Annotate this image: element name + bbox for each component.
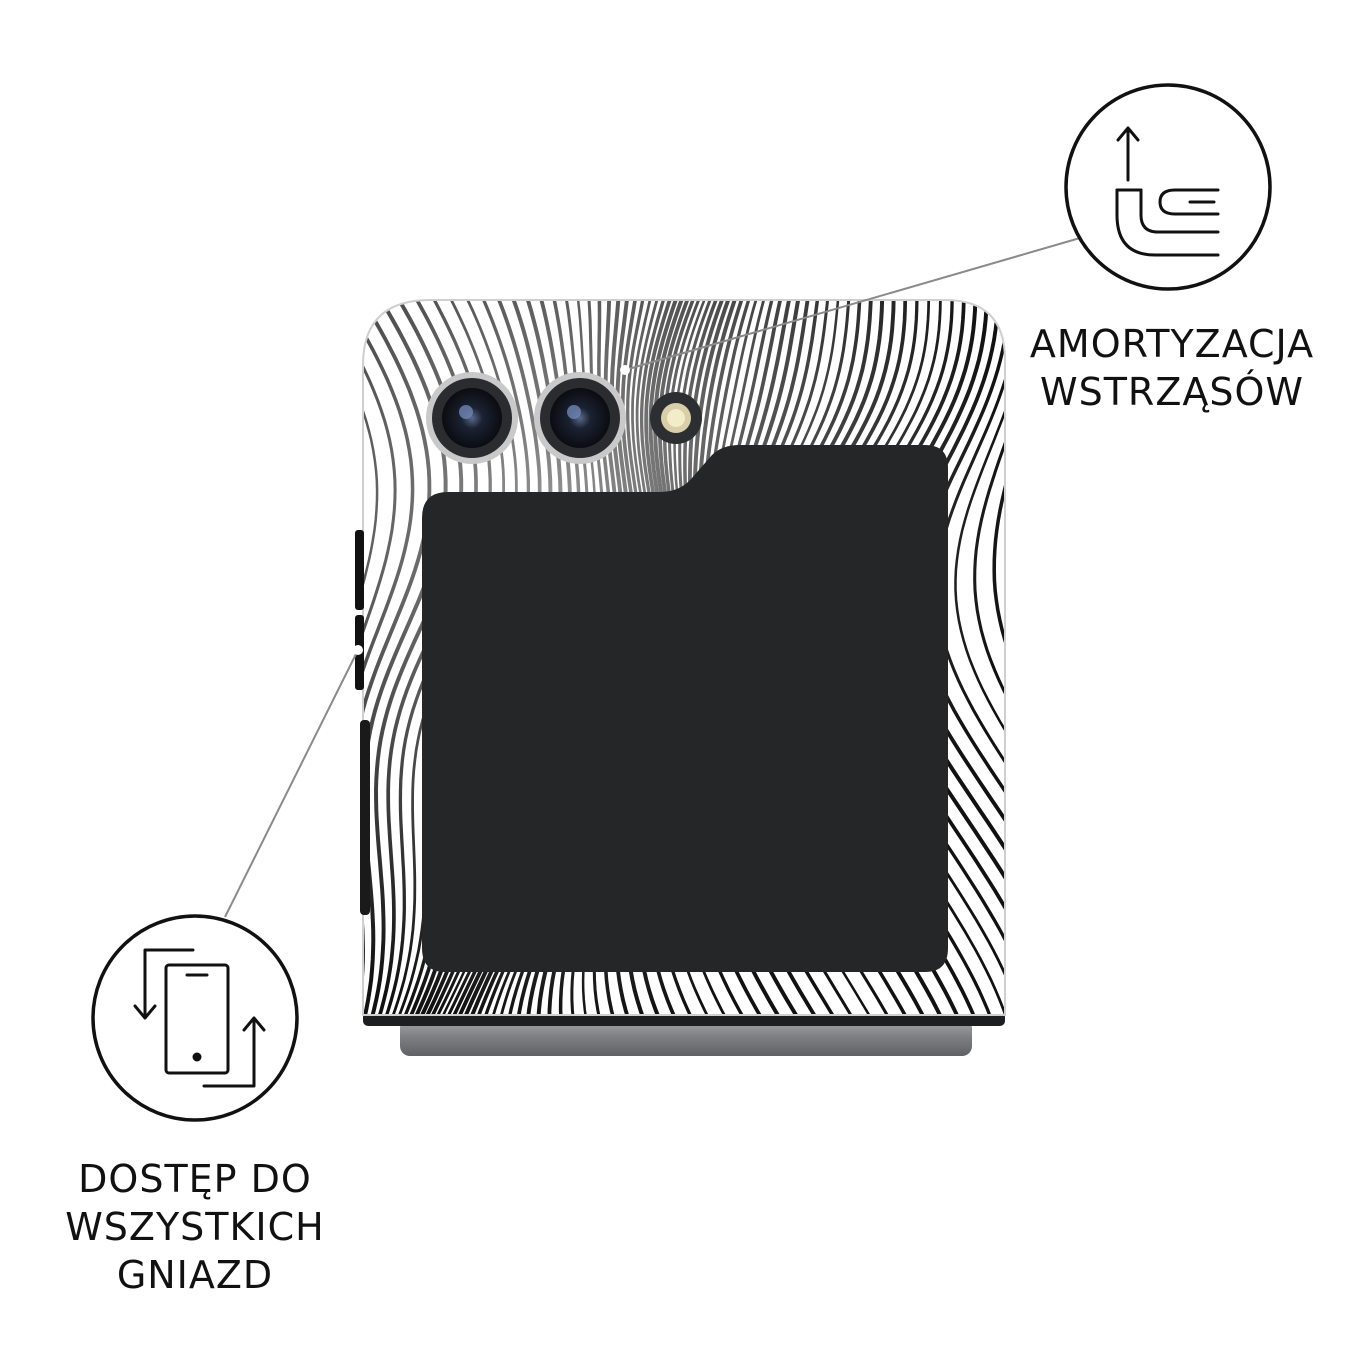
- ports-label-line-2: WSZYSTKICH: [65, 1205, 325, 1249]
- ports-label-line-3: GNIAZD: [116, 1253, 274, 1297]
- case-stripe: [0, 290, 60, 1030]
- case-stripe: [0, 290, 80, 1030]
- phone-rotate-icon: [91, 914, 299, 1122]
- case-stripe: [262, 290, 339, 1030]
- case-stripe: [0, 290, 109, 1030]
- shock-absorption-label: AMORTYZACJA WSTRZĄSÓW: [1012, 320, 1332, 416]
- callout-dot-top: [620, 365, 630, 375]
- shock-label-line-2: WSTRZĄSÓW: [1040, 370, 1304, 414]
- case-stripe: [225, 290, 301, 1030]
- case-stripe: [35, 290, 163, 1030]
- case-stripe: [61, 290, 181, 1030]
- ports-access-label: DOSTĘP DO WSZYSTKICH GNIAZD: [50, 1155, 340, 1299]
- camera-lens-1: [426, 372, 518, 464]
- case-stripe: [189, 290, 271, 1030]
- case-stripe: [105, 290, 213, 1030]
- callout-dot-side: [353, 645, 363, 655]
- shock-absorption-icon: [1064, 83, 1272, 291]
- case-stripe: [0, 290, 118, 1030]
- cover-screen: [422, 445, 948, 972]
- case-stripe: [244, 290, 321, 1030]
- case-stripe: [90, 290, 201, 1030]
- case-stripe: [0, 290, 39, 1030]
- case-stripe: [0, 290, 90, 1030]
- case-outline: [362, 299, 1006, 1016]
- shock-label-line-1: AMORTYZACJA: [1029, 322, 1315, 366]
- case-stripe: [0, 290, 28, 1030]
- case-stripe: [0, 290, 49, 1030]
- flash: [650, 392, 702, 444]
- case-stripe: [0, 290, 137, 1030]
- ports-label-line-1: DOSTĘP DO: [78, 1157, 312, 1201]
- case-stripe: [48, 290, 172, 1030]
- case-stripe: [22, 290, 155, 1030]
- case-stripe: [281, 290, 358, 1030]
- case-stripe: [8, 290, 146, 1030]
- case-stripe: [0, 290, 128, 1030]
- case-stripe: [0, 290, 100, 1030]
- callout-lines: [224, 237, 1081, 918]
- hinge: [363, 1012, 1005, 1056]
- side-buttons: [355, 530, 370, 915]
- case-stripe: [0, 290, 70, 1030]
- camera-lens-2: [534, 372, 626, 464]
